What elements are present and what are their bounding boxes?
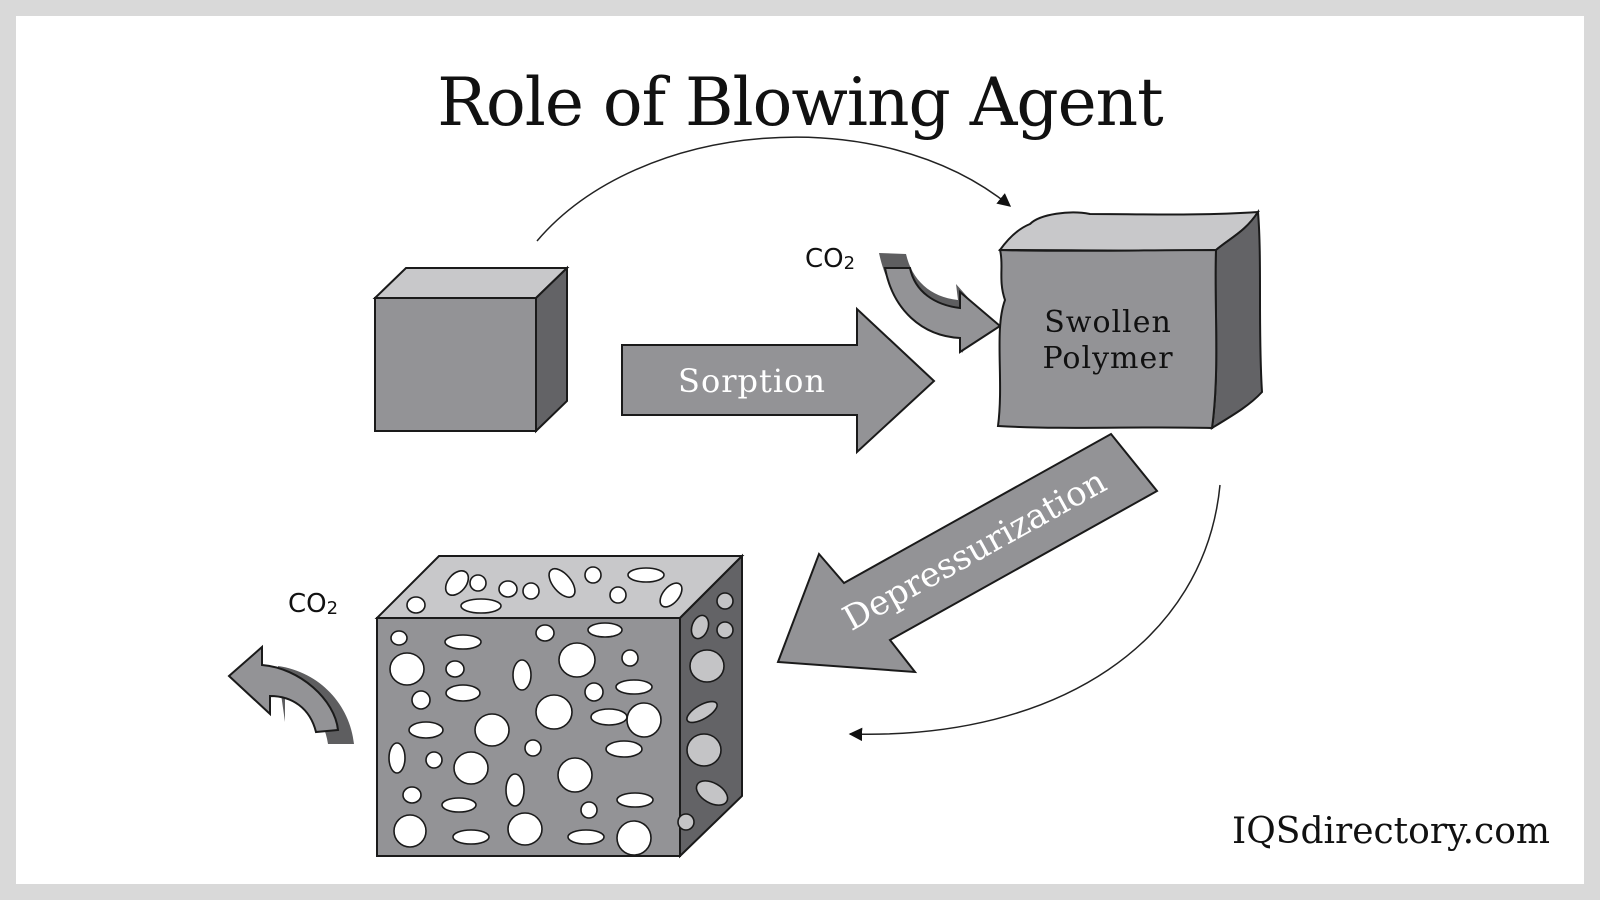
sorption-label: Sorption	[678, 362, 826, 400]
pore	[695, 780, 729, 806]
pore	[453, 751, 489, 785]
pore	[621, 649, 639, 667]
pore	[615, 679, 653, 695]
co2-in-curved-arrow	[879, 253, 1002, 354]
pores-top-face	[406, 566, 683, 614]
pore	[616, 792, 654, 808]
cycle-arc-top	[536, 136, 1012, 242]
swollen-polymer-block: Swollen Polymer	[996, 209, 1264, 430]
depressurization-label: Depressurization	[836, 461, 1113, 639]
pore	[548, 567, 576, 599]
pores-side-face	[677, 592, 734, 831]
pore	[690, 614, 710, 640]
pore	[505, 773, 525, 807]
pore	[512, 659, 532, 691]
pore	[393, 814, 427, 848]
pore	[389, 652, 425, 686]
pore	[411, 690, 431, 710]
foamed-polymer-cube	[374, 553, 745, 859]
pore	[590, 708, 628, 726]
pore	[567, 829, 605, 845]
cycle-arc-bottom	[848, 484, 1221, 742]
pore	[686, 700, 718, 724]
pore	[408, 721, 444, 739]
sorption-arrow: Sorption	[621, 306, 936, 455]
solid-polymer-cube	[372, 265, 570, 434]
pore	[677, 813, 695, 831]
pore	[558, 642, 596, 678]
pore	[460, 598, 502, 614]
pore	[406, 596, 426, 614]
pore	[609, 586, 627, 604]
co2-in-label: CO2	[805, 244, 855, 274]
swollen-polymer-label-line1: Swollen	[1044, 305, 1172, 340]
pore	[444, 570, 470, 596]
swollen-polymer-label-line2: Polymer	[1042, 341, 1173, 376]
pore	[445, 684, 481, 702]
pore	[524, 739, 542, 757]
pore	[627, 567, 665, 583]
pore	[469, 574, 487, 592]
depressurization-arrow: Depressurization	[776, 432, 1159, 674]
pores-front-face	[388, 622, 662, 856]
pore	[689, 649, 725, 683]
pore	[444, 634, 482, 650]
pore	[390, 630, 408, 646]
diagram-frame: Role of Blowing Agent IQSdirectory.com	[16, 16, 1584, 884]
pore	[498, 580, 518, 598]
pore	[584, 682, 604, 702]
pore	[535, 694, 573, 730]
pore	[605, 740, 643, 758]
pore	[474, 713, 510, 747]
pore	[716, 592, 734, 610]
pore	[522, 582, 540, 600]
pore	[659, 582, 683, 608]
pore	[452, 829, 490, 845]
brand-watermark: IQSdirectory.com	[1232, 811, 1550, 852]
diagram-title: Role of Blowing Agent	[437, 64, 1163, 141]
pore	[616, 820, 652, 856]
pore	[716, 621, 734, 639]
pore	[584, 566, 602, 584]
co2-out-label: CO2	[288, 589, 338, 619]
pore	[507, 812, 543, 846]
pore	[580, 801, 598, 819]
pore	[686, 733, 722, 767]
pore	[402, 786, 422, 804]
pore	[425, 751, 443, 769]
pore	[445, 660, 465, 678]
pore	[441, 797, 477, 813]
pore	[587, 622, 623, 638]
pore	[388, 742, 406, 774]
pore	[557, 757, 593, 793]
pore	[626, 702, 662, 738]
pore	[535, 624, 555, 642]
co2-out-curved-arrow	[227, 644, 354, 744]
